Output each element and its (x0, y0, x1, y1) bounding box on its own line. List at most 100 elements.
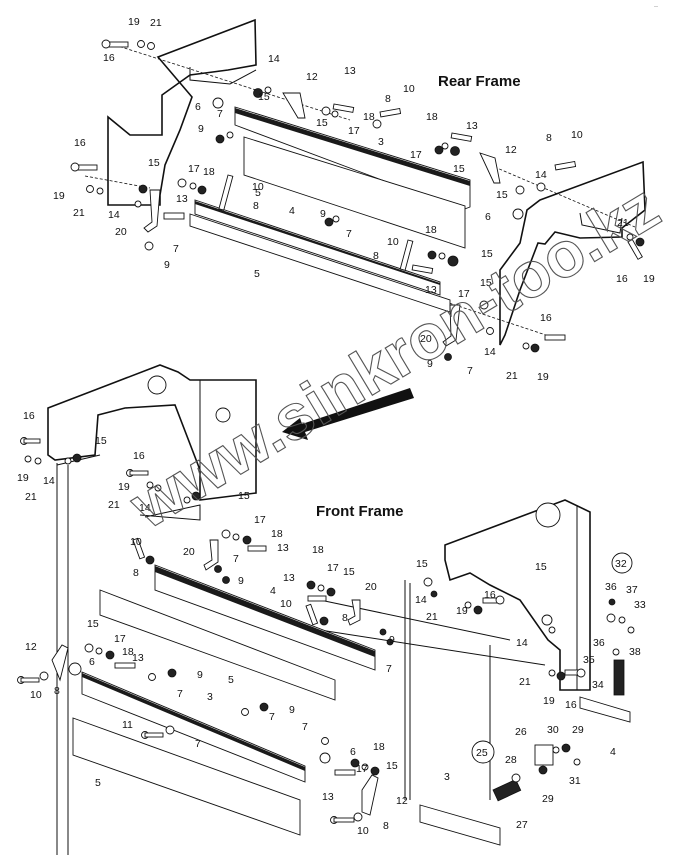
rear-callout-9: 9 (427, 358, 433, 370)
rear-frame-assembly (70, 18, 646, 361)
front-callout-16: 16 (484, 589, 496, 601)
front-callout-34: 34 (592, 679, 604, 691)
front-callout-14: 14 (139, 502, 151, 514)
front-callout-26: 26 (515, 726, 527, 738)
front-callout-6: 6 (350, 746, 356, 758)
rear-callout-8: 8 (546, 132, 552, 144)
front-right-side-plate (444, 499, 591, 691)
direction-arrow (282, 388, 414, 440)
circled-ref-32-label: 32 (615, 558, 627, 570)
rear-right-side-plate (499, 160, 646, 346)
front-plate-5-upper (99, 589, 336, 701)
front-callout-8: 8 (342, 612, 348, 624)
front-callout-5: 5 (95, 777, 101, 789)
front-callout-18: 18 (122, 646, 134, 658)
rear-cutter-bar (234, 106, 471, 211)
rear-callout-13: 13 (176, 193, 188, 205)
circled-ref-25 (471, 740, 495, 764)
front-callout-38: 38 (629, 646, 641, 658)
front-callout-17: 17 (254, 514, 266, 526)
front-callout-29: 29 (542, 793, 554, 805)
rear-callout-15: 15 (480, 277, 492, 289)
rear-callout-4: 4 (289, 205, 295, 217)
rear-callout-10: 10 (387, 236, 399, 248)
front-callout-19: 19 (118, 481, 130, 493)
front-callout-20: 20 (365, 581, 377, 593)
front-callout-14: 14 (516, 637, 528, 649)
rear-callout-15: 15 (481, 248, 493, 260)
front-callout-18: 18 (271, 528, 283, 540)
rear-callout-16: 16 (616, 273, 628, 285)
front-callout-21: 21 (519, 676, 531, 688)
rear-callout-9: 9 (164, 259, 170, 271)
rear-callout-13: 13 (344, 65, 356, 77)
rear-frame-title: Rear Frame (438, 73, 521, 90)
front-callout-18: 18 (312, 544, 324, 556)
rear-lever-20-right (442, 304, 461, 347)
rear-callout-19: 19 (537, 371, 549, 383)
rear-callout-5: 5 (254, 268, 260, 280)
front-callout-15: 15 (87, 618, 99, 630)
rear-callout-15: 15 (316, 117, 328, 129)
rear-callout-16: 16 (540, 312, 552, 324)
front-callout-30: 30 (547, 724, 559, 736)
front-callout-12: 12 (396, 795, 408, 807)
front-callout-19: 19 (543, 695, 555, 707)
front-callout-3: 3 (207, 691, 213, 703)
front-lever-12-a (51, 644, 69, 682)
front-callout-15: 15 (95, 435, 107, 447)
front-callout-17: 17 (356, 763, 368, 775)
front-hardware (17, 437, 635, 824)
front-callout-19: 19 (456, 605, 468, 617)
rear-callout-18: 18 (203, 166, 215, 178)
front-callout-16: 16 (565, 699, 577, 711)
rear-callout-7: 7 (217, 108, 223, 120)
front-callout-6: 6 (89, 656, 95, 668)
rear-callout-7: 7 (173, 243, 179, 255)
rear-callout-9: 9 (320, 208, 326, 220)
front-callout-8: 8 (54, 685, 60, 697)
rear-callout-10: 10 (403, 83, 415, 95)
front-callout-15: 15 (386, 760, 398, 772)
rear-callout-18: 18 (363, 111, 375, 123)
rear-callout-16: 16 (103, 52, 115, 64)
rear-callout-16: 16 (74, 137, 86, 149)
front-callout-15: 15 (238, 490, 250, 502)
rear-lever-20-left (143, 189, 161, 233)
rear-callout-19: 19 (643, 273, 655, 285)
front-callout-13: 13 (283, 572, 295, 584)
front-callout-14: 14 (415, 594, 427, 606)
front-callout-15: 15 (416, 558, 428, 570)
front-callout-16: 16 (133, 450, 145, 462)
front-callout-8: 8 (133, 567, 139, 579)
front-callout-12: 12 (25, 641, 37, 653)
front-callout-9: 9 (238, 575, 244, 587)
front-callout-15: 15 (343, 566, 355, 578)
rear-callout-12: 12 (306, 71, 318, 83)
rear-callout-10: 10 (571, 129, 583, 141)
front-callout-14: 14 (43, 475, 55, 487)
front-callout-7: 7 (233, 553, 239, 565)
rear-hardware (86, 40, 645, 361)
rear-callout-8: 8 (373, 250, 379, 262)
spring-27 (492, 778, 522, 802)
rear-callout-14: 14 (108, 209, 120, 221)
front-callout-15: 15 (535, 561, 547, 573)
front-callout-13: 13 (322, 791, 334, 803)
rear-bolts (70, 39, 643, 341)
front-callout-11: 11 (122, 719, 133, 731)
front-callout-7: 7 (177, 688, 183, 700)
rear-callout-17: 17 (458, 288, 470, 300)
front-lever-12-b (361, 774, 379, 816)
rear-callout-12: 12 (505, 144, 517, 156)
rear-callout-8: 8 (253, 200, 259, 212)
rear-callout-14: 14 (268, 53, 280, 65)
rear-callout-20: 20 (420, 333, 432, 345)
rear-bracket-12-right (479, 152, 501, 184)
front-callout-13: 13 (132, 652, 144, 664)
front-callout-4: 4 (270, 585, 276, 597)
front-plate-5-lower (72, 717, 301, 836)
front-callout-33: 33 (634, 599, 646, 611)
rear-callout-15: 15 (453, 163, 465, 175)
rear-callout-19: 19 (128, 16, 140, 28)
